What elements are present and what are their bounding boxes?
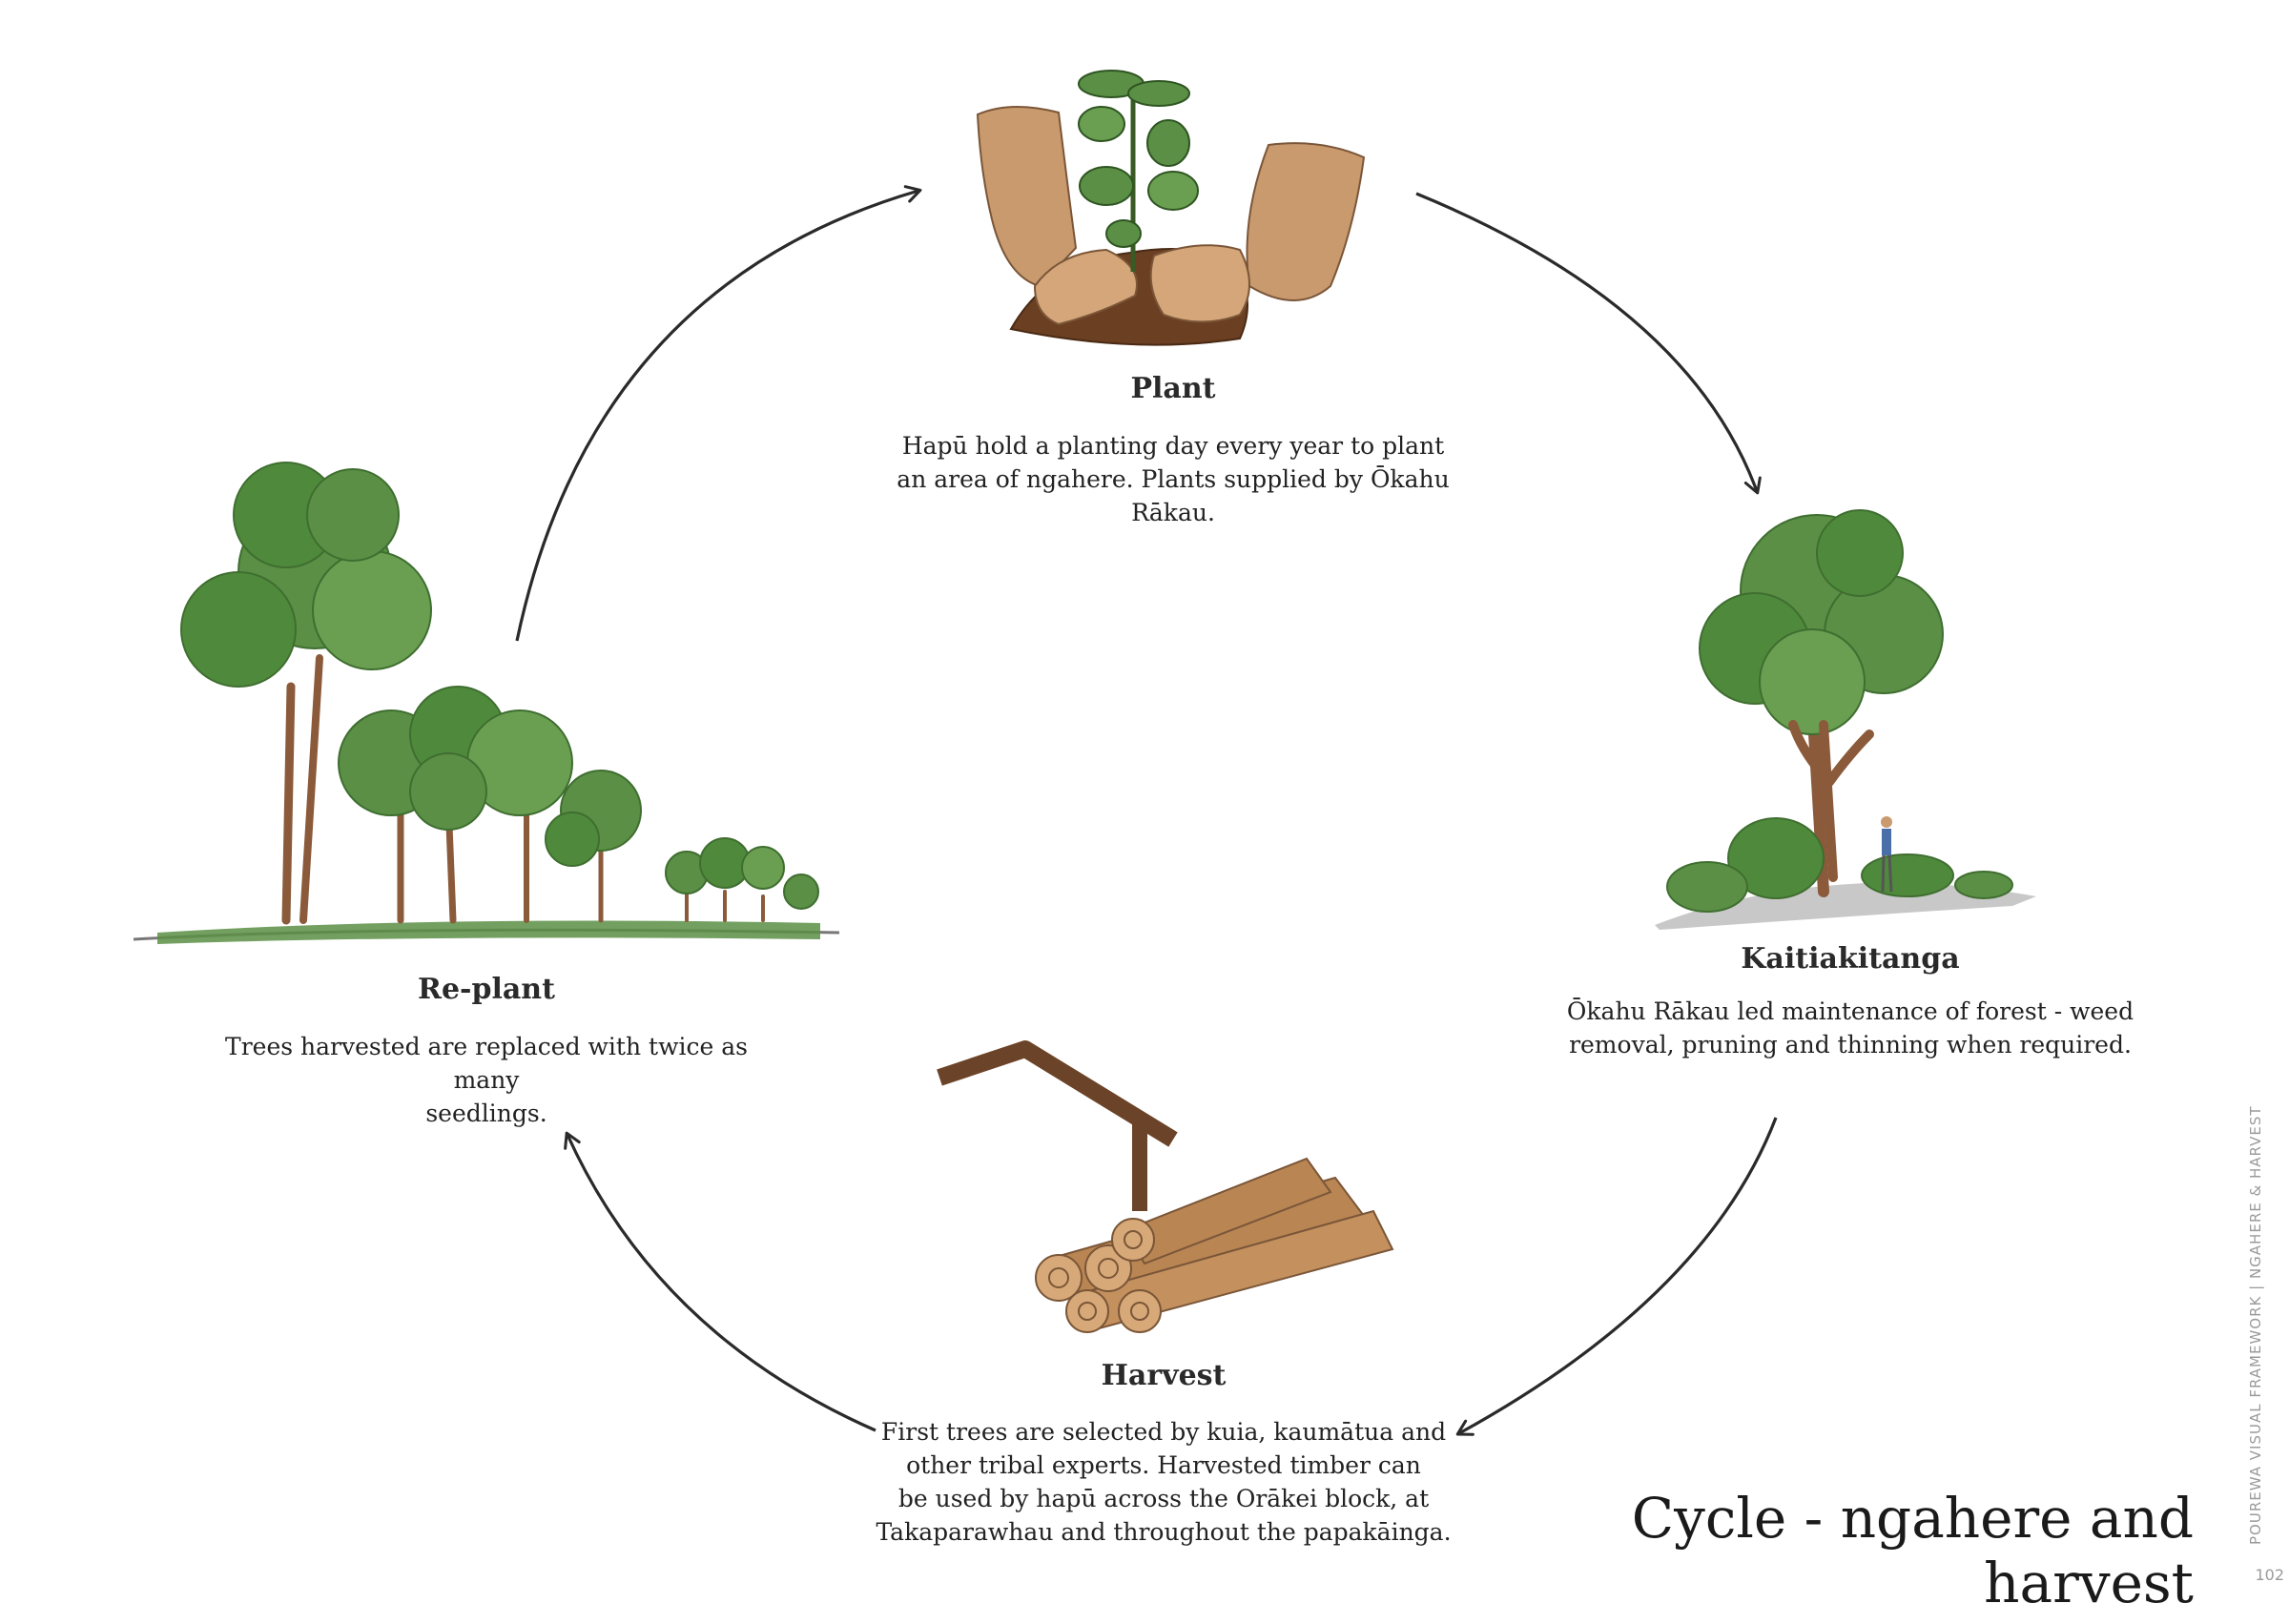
arrow-kaitiakitanga-to-harvest [1455,1117,1778,1436]
kaitiakitanga-description-line: removal, pruning and thinning when requi… [1569,1031,2132,1059]
kaitiakitanga-illustration [1655,509,2036,930]
replant-description: Trees harvested are replaced with twice … [191,1030,782,1130]
plant-illustration [976,70,1366,346]
arrow-replant-to-plant [515,185,922,642]
kaitiakitanga-title: Kaitiakitanga [1741,942,1960,976]
plant-title: Plant [1130,372,1216,405]
replant-title: Re-plant [418,973,555,1006]
side-label: POUREWA VISUAL FRAMEWORK | NGAHERE & HAR… [2247,1105,2264,1545]
kaitiakitanga-description-line: Ōkahu Rākau led maintenance of forest - … [1566,997,2134,1025]
harvest-illustration [937,1040,1394,1333]
harvest-description: First trees are selected by kuia, kaumāt… [858,1415,1469,1549]
page-title: Cycle - ngahere and harvest [1631,1486,2194,1615]
replant-description-line: seedlings. [425,1100,547,1127]
plant-description-line: Rākau. [1131,499,1215,526]
arrow-harvest-to-replant [564,1131,876,1432]
page-number: 102 [2255,1566,2284,1584]
replant-illustration [133,462,840,944]
replant-description-line: Trees harvested are replaced with twice … [225,1033,748,1094]
harvest-description-line: First trees are selected by kuia, kaumāt… [880,1418,1447,1446]
plant-description: Hapū hold a planting day every year to p… [877,429,1469,529]
harvest-title: Harvest [1101,1359,1227,1392]
plant-description-line: an area of ngahere. Plants supplied by Ō… [897,465,1450,493]
plant-description-line: Hapū hold a planting day every year to p… [901,432,1445,460]
harvest-description-line: other tribal experts. Harvested timber c… [906,1451,1421,1479]
harvest-description-line: be used by hapū across the Orākei block,… [897,1485,1430,1512]
arrow-plant-to-kaitiakitanga [1415,192,1762,495]
harvest-description-line: Takaparawhau and throughout the papakāin… [876,1518,1452,1546]
kaitiakitanga-description: Ōkahu Rākau led maintenance of forest - … [1545,995,2155,1061]
